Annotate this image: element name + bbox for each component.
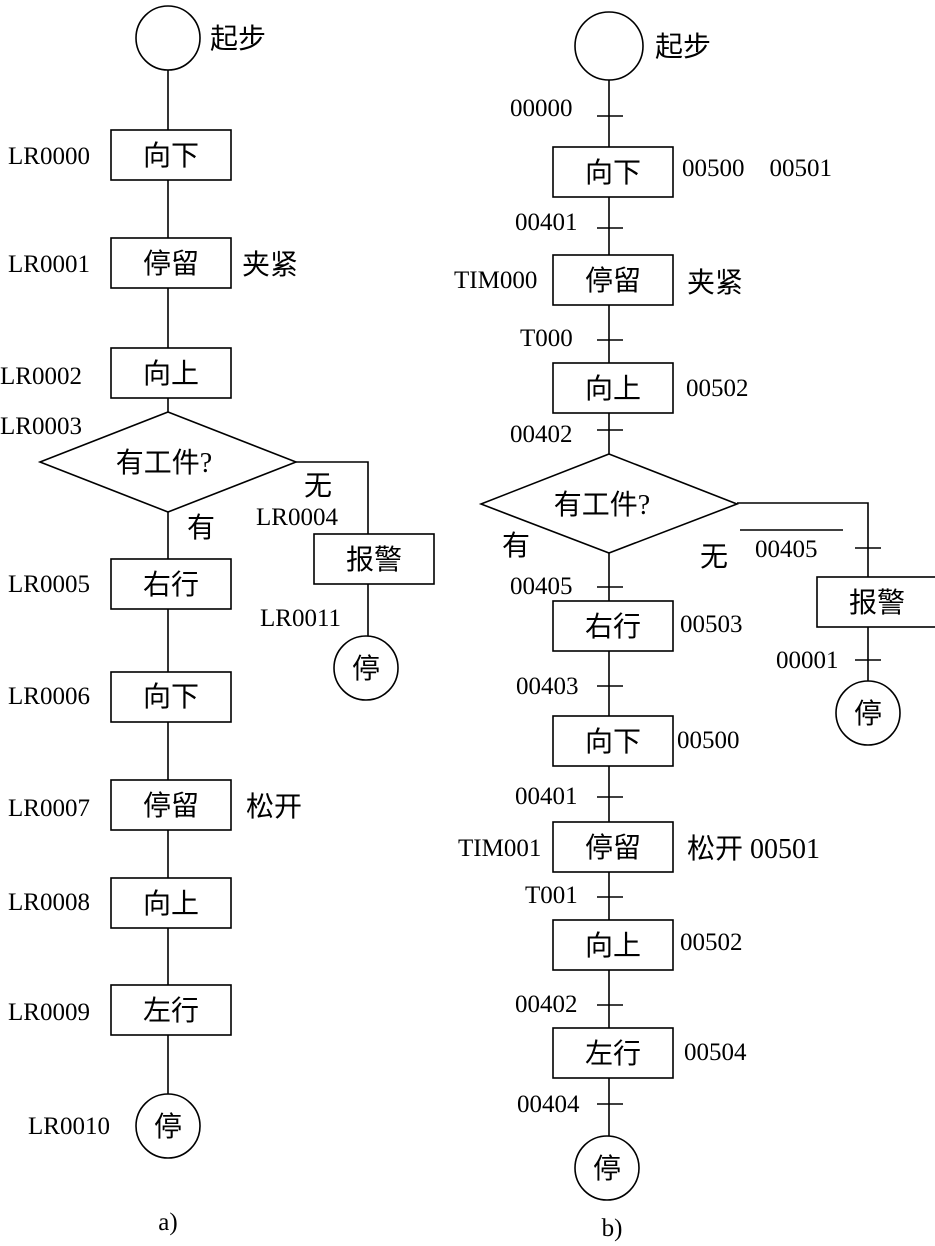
step-box-b-3 [552,362,674,414]
step-label-b-7: 向上 [585,930,641,962]
step-in-b-1: 00000 [510,95,573,122]
decision-in-b: 00402 [510,421,573,448]
decision-yes-a: 有 [187,512,215,544]
step-box-a-2 [110,237,232,289]
step-addr-a-7: LR0008 [8,889,90,916]
stop-in-b: 00404 [517,1091,580,1118]
stop-addr-a: LR0010 [28,1113,110,1140]
step-label-a-3: 向上 [143,358,199,390]
step-label-b-8: 左行 [585,1038,641,1070]
step-addr-a-2: LR0001 [8,251,90,278]
step-label-b-2: 停留 [585,265,641,297]
step-box-b-6 [552,821,674,873]
step-timer-b-6: TIM001 [458,835,541,862]
start-label-a: 起步 [210,24,266,55]
step-addr-a-3: LR0002 [0,363,82,390]
step-in-b-6: 00401 [515,783,578,810]
step-box-a-4 [110,558,232,610]
step-out-b-3: 00502 [686,375,749,402]
alarm-stop-node-b [835,680,901,746]
stop-node-a [135,1093,201,1159]
step-box-a-5 [110,671,232,723]
step-out-b-2: 夹紧 [687,267,743,299]
step-in-b-5: 00403 [516,673,579,700]
alarm-box-b [816,576,935,628]
step-in-b-3: T000 [520,325,573,352]
decision-label-b: 有工件? [554,489,650,521]
decision-yes-b: 有 [502,530,530,562]
alarm-stop-label-a: 停 [352,653,380,685]
step-box-a-8 [110,984,232,1036]
step-box-b-4 [552,600,674,652]
step-timer-b-2: TIM000 [454,267,537,294]
step-label-a-5: 向下 [143,681,199,713]
decision-addr-a: LR0003 [0,413,82,440]
step-addr-a-5: LR0006 [8,683,90,710]
alarm-label-a: 报警 [346,544,402,576]
step-out-b-1: 00500 00501 [682,155,832,182]
step-label-b-1: 向下 [585,157,641,189]
step-label-a-2: 停留 [143,248,199,280]
decision-label-a: 有工件? [116,447,212,479]
step-label-a-7: 向上 [143,888,199,920]
step-label-a-6: 停留 [143,790,199,822]
start-node-b [574,11,644,81]
step-box-b-8 [552,1027,674,1079]
alarm-stop-addr-a: LR0011 [260,605,341,632]
stop-label-b: 停 [593,1153,621,1185]
alarm-stop-in-b: 00001 [776,647,839,674]
alarm-stop-node-a [333,635,399,701]
step-in-b-8: 00402 [515,991,578,1018]
step-in-b-4: 00405 [510,573,573,600]
caption-b: b) [602,1215,623,1242]
step-note-a-6: 松开 [246,791,302,823]
step-in-b-2: 00401 [515,209,578,236]
step-out-b-7: 00502 [680,929,743,956]
step-addr-a-6: LR0007 [8,795,90,822]
decision-no-b: 无 [700,542,728,573]
step-out-b-4: 00503 [680,611,743,638]
step-note-a-2: 夹紧 [242,249,298,281]
decision-no-a: 无 [304,471,332,502]
step-label-a-8: 左行 [143,995,199,1027]
alarm-in-b: 00405 [755,536,818,563]
alarm-stop-label-b: 停 [854,698,882,730]
step-out-b-6: 松开 00501 [687,833,820,865]
step-label-b-3: 向上 [585,373,641,405]
decision-diamond-a [37,411,299,513]
step-out-b-8: 00504 [684,1039,747,1066]
step-out-b-5: 00500 [677,727,740,754]
step-box-a-3 [110,347,232,399]
step-label-b-5: 向下 [585,726,641,758]
step-box-b-5 [552,715,674,767]
step-box-a-6 [110,779,232,831]
decision-diamond-b [478,453,740,554]
step-addr-a-4: LR0005 [8,571,90,598]
caption-a: a) [158,1209,177,1236]
step-addr-a-8: LR0009 [8,999,90,1026]
stop-label-a: 停 [154,1111,182,1143]
step-addr-a-1: LR0000 [8,143,90,170]
step-label-b-4: 右行 [585,611,641,643]
step-box-b-1 [552,146,674,198]
transition-ticks-b [597,115,881,1105]
diagram-a: 起步 向下 LR0000 停留 LR0001 夹紧 向上 LR0002 有工件?… [0,5,435,1236]
step-in-b-7: T001 [525,882,578,909]
start-node-a [135,5,201,71]
alarm-addr-a: LR0004 [256,504,338,531]
step-box-b-7 [552,919,674,971]
step-label-a-1: 向下 [143,140,199,172]
stop-node-b [574,1135,640,1201]
diagram-b: 起步 00000 向下 00500 00501 00401 停留 TIM000 … [454,11,935,1242]
step-label-b-6: 停留 [585,832,641,864]
start-label-b: 起步 [655,32,711,63]
step-box-a-7 [110,877,232,929]
step-box-a-1 [110,129,232,181]
alarm-label-b: 报警 [849,587,905,619]
alarm-box-a [313,533,435,585]
step-box-b-2 [552,254,674,306]
step-label-a-4: 右行 [143,569,199,601]
